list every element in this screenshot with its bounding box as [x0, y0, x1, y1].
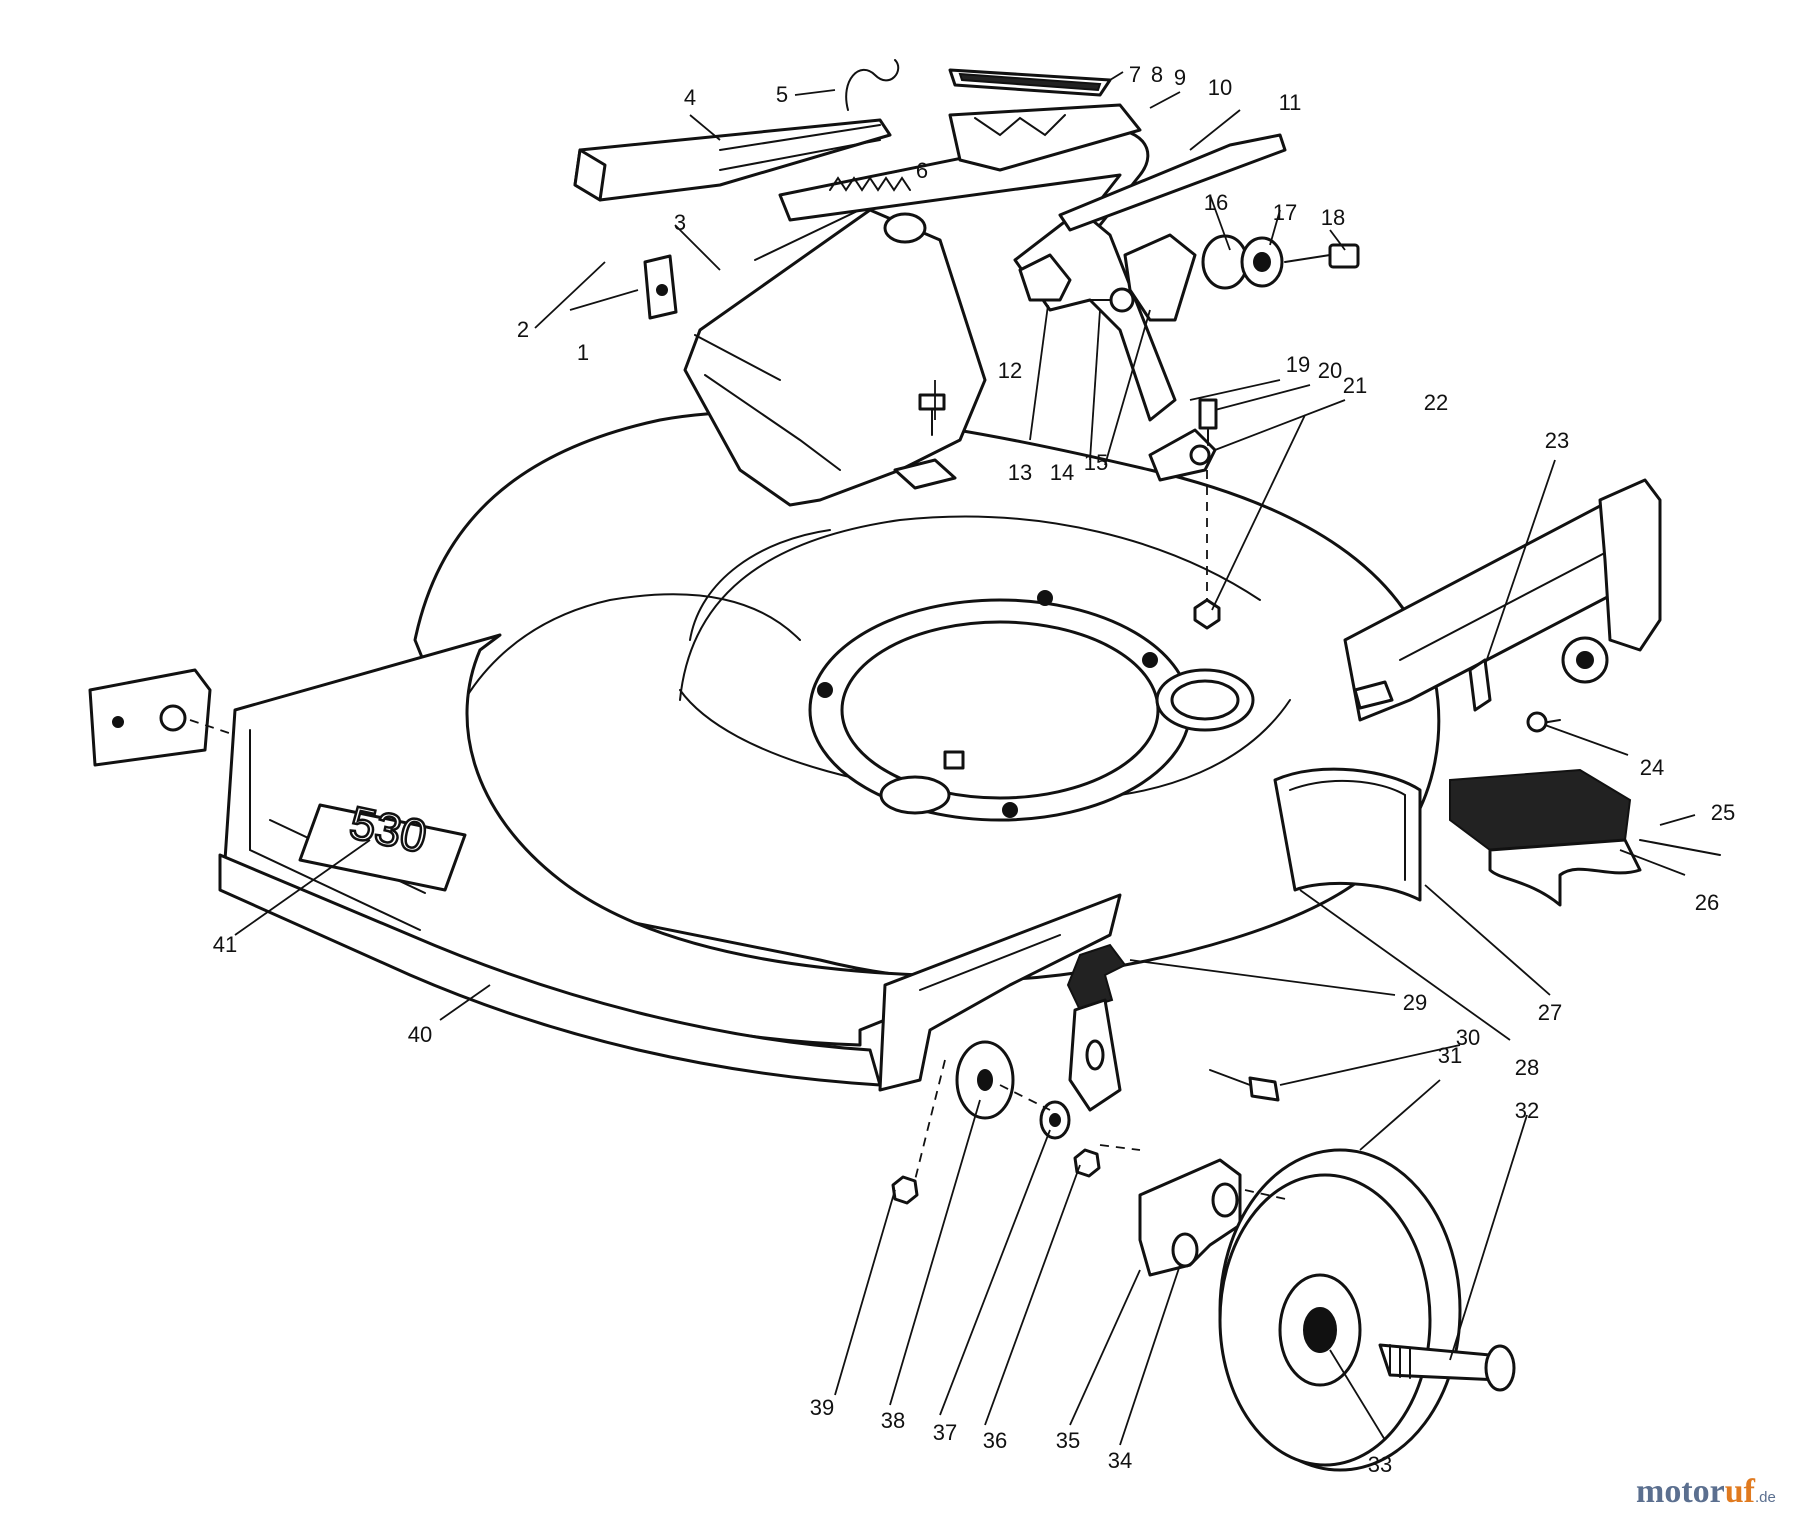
callout-4: 4 — [684, 85, 696, 110]
callout-39: 39 — [810, 1395, 834, 1420]
callout-31: 31 — [1438, 1043, 1462, 1068]
callout-7: 7 — [1129, 62, 1141, 87]
rear-cover-assembly — [643, 204, 987, 507]
callout-40: 40 — [408, 1022, 432, 1047]
height-adjust-bracket — [893, 133, 1360, 630]
discharge-trim — [1273, 767, 1422, 902]
callout-29: 29 — [1403, 990, 1427, 1015]
callout-32: 32 — [1515, 1098, 1539, 1123]
callout-15: 15 — [1084, 450, 1108, 475]
callout-8: 8 — [1151, 62, 1163, 87]
callout-14: 14 — [1050, 460, 1074, 485]
callout-17: 17 — [1273, 200, 1297, 225]
callout-27: 27 — [1538, 1000, 1562, 1025]
callout-36: 36 — [983, 1428, 1007, 1453]
callout-41: 41 — [213, 932, 237, 957]
engine-mount-ring — [808, 590, 1255, 822]
callout-21: 21 — [1343, 373, 1367, 398]
callout-5: 5 — [776, 82, 788, 107]
callout-34: 34 — [1108, 1448, 1132, 1473]
side-mount-plate — [88, 668, 236, 767]
callout-22: 22 — [1424, 390, 1448, 415]
rear-adjuster — [1353, 658, 1561, 733]
callout-26: 26 — [1695, 890, 1719, 915]
callout-6: 6 — [916, 158, 928, 183]
callout-18: 18 — [1321, 205, 1345, 230]
callout-labels: 1 2 3 4 5 6 7 8 9 10 11 12 13 14 15 16 1… — [213, 62, 1735, 1477]
watermark-logo: motoruf.de — [1636, 1473, 1776, 1510]
callout-19: 19 — [1286, 352, 1310, 377]
svg-text:motoruf.de: motoruf.de — [1636, 1473, 1776, 1510]
callout-1: 1 — [577, 340, 589, 365]
leader-lines — [234, 71, 1696, 1446]
callout-10: 10 — [1208, 75, 1232, 100]
callout-38: 38 — [881, 1408, 905, 1433]
callout-35: 35 — [1056, 1428, 1080, 1453]
callout-20: 20 — [1318, 358, 1342, 383]
callout-9: 9 — [1174, 65, 1186, 90]
watermark-suffix: .de — [1755, 1489, 1776, 1506]
front-adjuster-handle — [1066, 943, 1127, 1112]
watermark-part-b: uf — [1725, 1473, 1756, 1510]
callout-23: 23 — [1545, 428, 1569, 453]
callout-28: 28 — [1515, 1055, 1539, 1080]
callout-30: 30 — [1456, 1025, 1480, 1050]
callout-11: 11 — [1279, 90, 1302, 115]
callout-25: 25 — [1711, 800, 1735, 825]
callout-2: 2 — [517, 317, 529, 342]
callout-12: 12 — [998, 358, 1022, 383]
front-wheel-assembly — [891, 1040, 1516, 1472]
callout-13: 13 — [1008, 460, 1032, 485]
callout-24: 24 — [1640, 755, 1664, 780]
watermark-part-a: motor — [1636, 1473, 1725, 1510]
callout-33: 33 — [1368, 1452, 1392, 1477]
callout-16: 16 — [1204, 190, 1228, 215]
callout-3: 3 — [674, 210, 686, 235]
callout-37: 37 — [933, 1420, 957, 1445]
rear-flap — [1449, 768, 1721, 907]
